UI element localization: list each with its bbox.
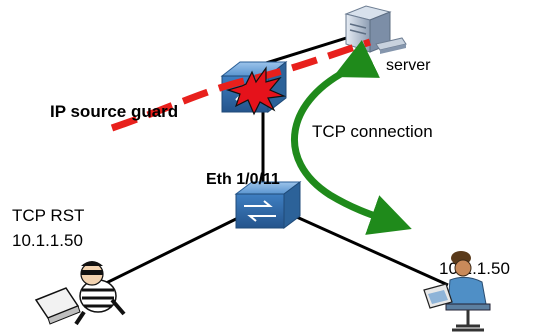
server-icon — [344, 5, 407, 54]
ip-source-guard-label: IP source guard — [50, 102, 178, 121]
interface-label: Eth 1/0/11 — [206, 171, 280, 188]
tcp-connection-label: TCP connection — [312, 122, 433, 141]
attacker-ip-label: 10.1.1.50 — [12, 231, 83, 250]
victim-ip-label: 10.1.1.50 — [439, 259, 510, 278]
spoofed-traffic-path — [110, 38, 372, 132]
link-access-to-victim — [289, 212, 449, 287]
blocked-burst-icon — [225, 66, 287, 116]
server-label: server — [386, 57, 431, 74]
attacker-icon — [34, 261, 126, 326]
link-access-to-attacker — [91, 216, 239, 292]
victim-user-icon — [423, 251, 491, 332]
access-switch-icon — [234, 181, 302, 229]
tcp-rst-label: TCP RST — [12, 206, 84, 225]
tcp-connection-arrow — [291, 39, 412, 235]
